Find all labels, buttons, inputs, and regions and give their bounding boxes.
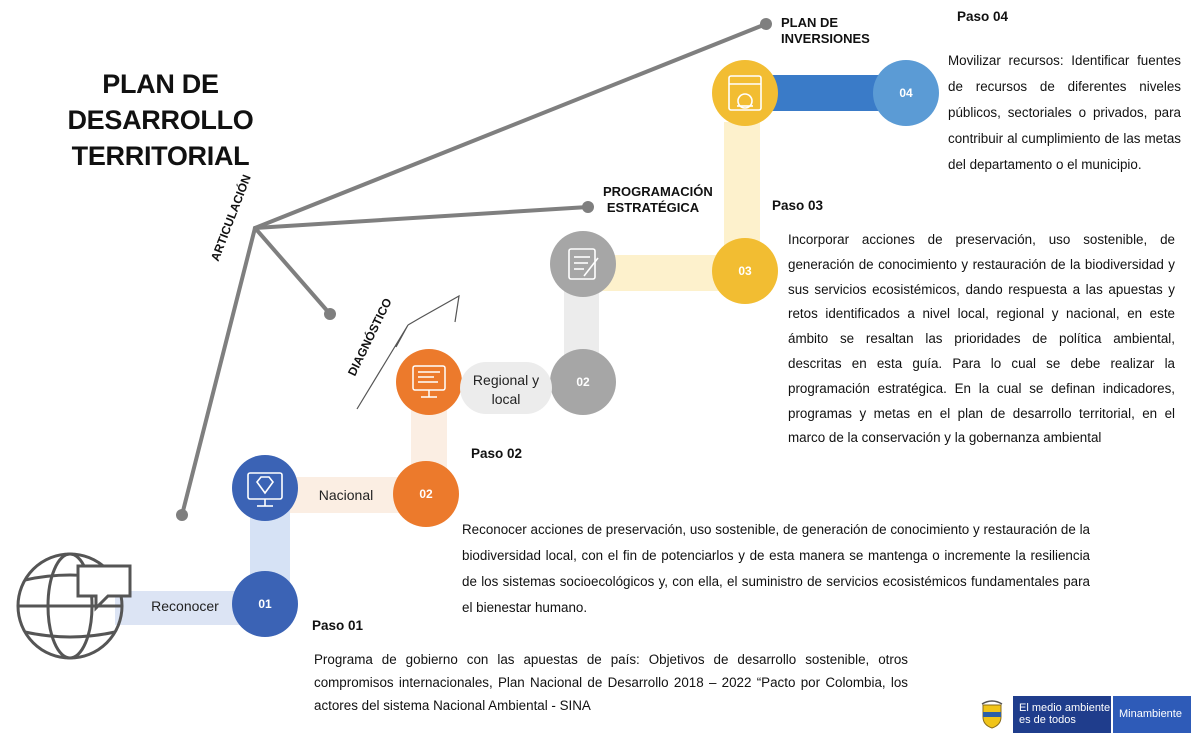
- pill-regional: Regional y local: [472, 372, 540, 407]
- diagnostico-bracket: [356, 294, 460, 410]
- circle-04-node: [873, 60, 939, 126]
- circle-03-node: [712, 238, 778, 304]
- circle-02-gray-node: [550, 349, 616, 415]
- paso03-text: Incorporar acciones de preservación, uso…: [788, 232, 1175, 446]
- pill-regional-bg: [460, 362, 552, 414]
- connector-diagnostico: [253, 226, 332, 316]
- globe-chat-icon: [16, 552, 132, 660]
- connector-dots: [176, 18, 772, 521]
- footer-slogan-box: El medio ambiente es de todos: [1013, 696, 1111, 733]
- footer-ministry: Minambiente: [1119, 708, 1182, 720]
- circle-01-node: [232, 571, 298, 637]
- monitor-diamond-icon: [247, 472, 283, 507]
- document-edit-node: [550, 231, 616, 297]
- monitor-code-icon: [412, 365, 446, 398]
- paso01-label: Paso 01: [312, 618, 364, 633]
- circle-02-gray-label: 02: [576, 375, 590, 389]
- paso03-label: Paso 03: [772, 198, 824, 213]
- footer-ministry-box: Minambiente: [1113, 696, 1191, 733]
- paso04-text: Movilizar recursos: Identificar fuentes …: [948, 53, 1181, 172]
- paso01-text: Programa de gobierno con las apuestas de…: [314, 652, 908, 713]
- pill-reconocer: Reconocer: [151, 598, 219, 614]
- footer-line2: es de todos: [1019, 714, 1076, 726]
- paso02-label: Paso 02: [471, 446, 523, 461]
- circle-03-label: 03: [738, 264, 752, 278]
- colombia-shield-icon: [979, 699, 1005, 729]
- connector-paso01: [180, 226, 257, 517]
- articulation-connectors: [180, 22, 768, 517]
- page-title: PLAN DE DESARROLLO TERRITORIAL: [67, 69, 254, 171]
- connector-plan-inversiones: [253, 22, 768, 230]
- programacion-label: PROGRAMACIÓN ESTRATÉGICA: [603, 184, 713, 215]
- settings-window-icon: [728, 75, 762, 111]
- settings-window-node: [712, 60, 778, 126]
- footer-logo: El medio ambiente es de todos Minambient…: [973, 694, 1191, 735]
- footer-line1: El medio ambiente: [1019, 702, 1111, 714]
- pill-nacional: Nacional: [318, 487, 374, 503]
- plan-inversiones-label: PLAN DE INVERSIONES: [781, 15, 870, 46]
- paso02-text: Reconocer acciones de preservación, uso …: [462, 522, 1090, 615]
- paso04-label: Paso 04: [957, 9, 1009, 24]
- monitor-diamond-node: [232, 455, 298, 521]
- connector-programacion: [253, 205, 590, 230]
- document-edit-icon: [568, 248, 599, 280]
- circle-02-orange-label: 02: [419, 487, 433, 501]
- circle-02-orange-node: [393, 461, 459, 527]
- circle-04-label: 04: [899, 86, 913, 100]
- circle-01-label: 01: [258, 597, 272, 611]
